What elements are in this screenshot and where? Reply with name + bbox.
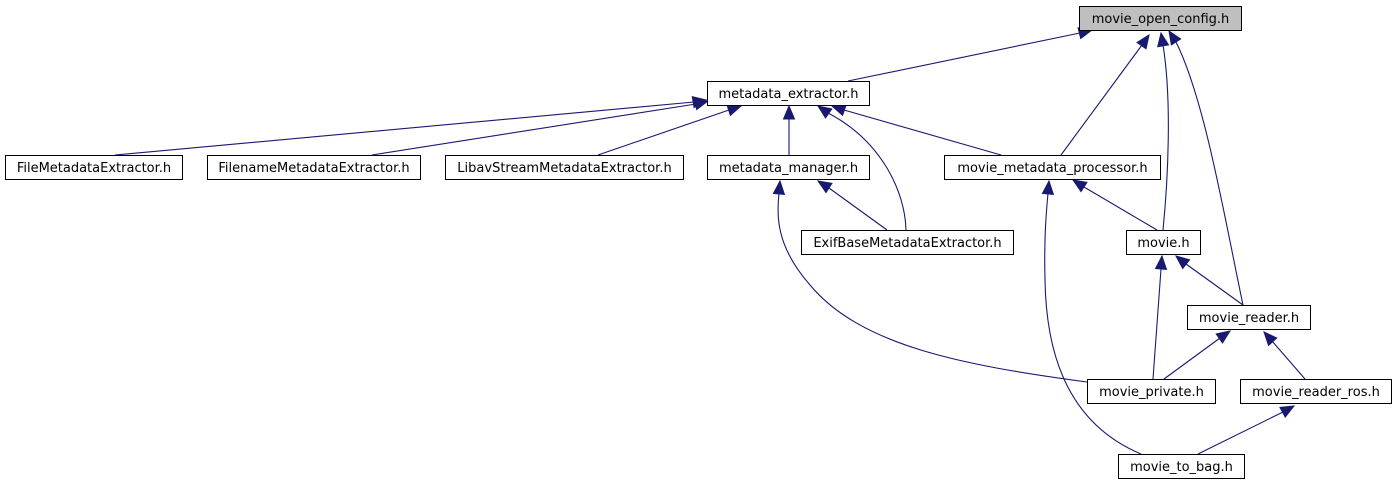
arrowhead-movie_to_bag-to-movie_reader_ros — [1279, 405, 1296, 418]
arrowhead-exif_md-to-metadata_extractor — [816, 105, 833, 119]
node-box — [207, 155, 421, 180]
node-filename-md[interactable]: FilenameMetadataExtractor.h — [207, 155, 421, 180]
arrowhead-movie_private-to-movie_reader — [1215, 330, 1232, 344]
node-movie-private[interactable]: movie_private.h — [1087, 379, 1216, 404]
arrowhead-movie_metadata_processor-to-metadata_extractor — [830, 104, 847, 117]
arrowhead-metadata_manager-to-metadata_extractor — [782, 104, 796, 120]
node-file-md[interactable]: FileMetadataExtractor.h — [5, 155, 183, 180]
edge-movie_to_bag-to-movie_reader_ros — [1197, 405, 1295, 455]
node-label: LibavStreamMetadataExtractor.h — [457, 161, 671, 176]
node-box — [1187, 305, 1311, 330]
arrowhead-movie_reader-to-movie_open_config — [1168, 29, 1182, 46]
node-box — [1126, 230, 1201, 255]
node-movie-reader[interactable]: movie_reader.h — [1187, 305, 1311, 330]
arrowhead-movie-to-movie_metadata_processor — [1071, 179, 1088, 193]
node-box — [445, 155, 684, 180]
node-label: movie_reader_ros.h — [1252, 385, 1380, 400]
node-label: movie_reader.h — [1199, 311, 1299, 326]
node-label: movie.h — [1137, 236, 1189, 251]
edge-movie_private-to-movie — [1152, 255, 1163, 380]
arrowhead-movie_private-to-metadata_manager — [772, 179, 786, 195]
node-box — [1118, 454, 1245, 479]
edges-layer — [114, 27, 1306, 455]
arrowhead-libav_md-to-metadata_extractor — [726, 104, 743, 117]
edge-movie_metadata_processor-to-movie_open_config — [1060, 34, 1150, 156]
node-metadata-extractor[interactable]: metadata_extractor.h — [707, 81, 870, 106]
node-libav-md[interactable]: LibavStreamMetadataExtractor.h — [445, 155, 684, 180]
edge-metadata_extractor-to-movie_open_config — [847, 29, 1093, 82]
node-label: FileMetadataExtractor.h — [17, 161, 171, 176]
arrowhead-filename_md-to-metadata_extractor — [693, 98, 710, 111]
arrowhead-movie_private-to-movie — [1154, 254, 1168, 270]
node-box — [801, 230, 1014, 255]
edge-movie_reader-to-movie_open_config — [1168, 30, 1244, 306]
arrowhead-movie_metadata_processor-to-movie_open_config — [1136, 33, 1150, 50]
node-metadata-manager[interactable]: metadata_manager.h — [707, 155, 870, 180]
edge-movie_private-to-metadata_manager — [777, 180, 1088, 383]
node-box — [5, 155, 183, 180]
node-exif-md[interactable]: ExifBaseMetadataExtractor.h — [801, 230, 1014, 255]
node-box — [1087, 379, 1216, 404]
node-label: movie_open_config.h — [1092, 12, 1230, 27]
node-label: ExifBaseMetadataExtractor.h — [813, 236, 1001, 251]
arrowhead-movie_reader_ros-to-movie_reader — [1263, 331, 1278, 347]
edge-movie-to-movie_open_config — [1160, 32, 1169, 231]
edge-filename_md-to-metadata_extractor — [371, 100, 709, 156]
node-movie-metadata-processor[interactable]: movie_metadata_processor.h — [944, 155, 1161, 180]
node-label: movie_to_bag.h — [1130, 460, 1233, 475]
node-label: FilenameMetadataExtractor.h — [218, 161, 409, 176]
arrowhead-movie_reader-to-movie — [1174, 255, 1191, 270]
node-box — [1079, 6, 1242, 31]
arrowhead-movie-to-movie_open_config — [1157, 31, 1170, 48]
node-movie-open-config: movie_open_config.h — [1079, 6, 1242, 31]
edge-movie_to_bag-to-movie_metadata_processor — [1044, 180, 1142, 455]
node-label: movie_metadata_processor.h — [957, 161, 1147, 176]
node-label: movie_private.h — [1099, 385, 1204, 400]
arrowhead-exif_md-to-metadata_manager — [816, 180, 833, 194]
node-label: metadata_manager.h — [719, 161, 858, 176]
edge-exif_md-to-metadata_extractor — [817, 105, 907, 231]
edge-libav_md-to-metadata_extractor — [597, 105, 742, 156]
node-box — [944, 155, 1161, 180]
edge-movie-to-movie_metadata_processor — [1072, 179, 1158, 231]
edge-movie_metadata_processor-to-metadata_extractor — [831, 105, 1002, 156]
node-label: metadata_extractor.h — [718, 87, 858, 102]
node-movie-reader-ros[interactable]: movie_reader_ros.h — [1240, 379, 1392, 404]
edge-file_md-to-metadata_extractor — [114, 99, 707, 156]
node-box — [707, 81, 870, 106]
node-movie[interactable]: movie.h — [1126, 230, 1201, 255]
arrowhead-movie_to_bag-to-movie_metadata_processor — [1041, 179, 1055, 195]
nodes-layer: movie_open_config.h metadata_extractor.hF… — [5, 6, 1392, 479]
node-box — [1240, 379, 1392, 404]
node-box — [707, 155, 870, 180]
node-movie-to-bag[interactable]: movie_to_bag.h — [1118, 454, 1245, 479]
